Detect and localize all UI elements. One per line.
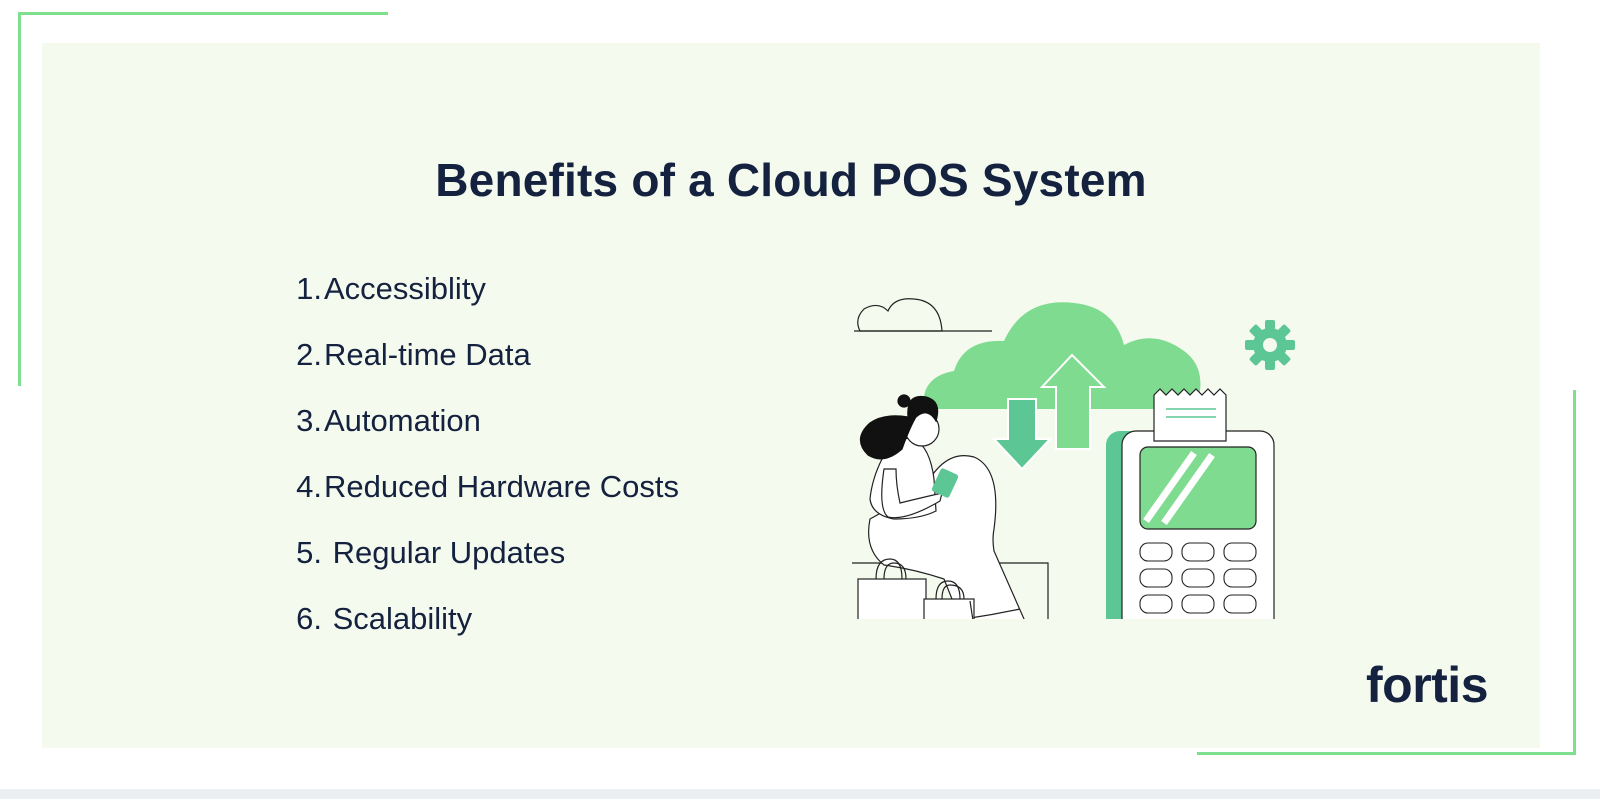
woman-with-phone [859,394,1025,619]
list-item: 1.Accessiblity [292,271,679,337]
gear-icon [1245,320,1295,370]
top-left-frame-line-horizontal [18,12,388,15]
list-item-number: 5. [296,535,322,570]
upload-arrow-icon [1039,353,1107,450]
bottom-right-frame-line-horizontal [1197,752,1576,755]
download-arrow-icon [991,398,1053,471]
list-item-number: 3. [296,403,322,438]
shopping-bag-icon [857,558,975,619]
fortis-logo: fortis [1366,657,1489,713]
list-item-number: 1. [296,271,322,306]
list-item-label: Reduced Hardware Costs [324,469,679,504]
list-item-label: Automation [324,403,481,438]
page-title: Benefits of a Cloud POS System [435,154,1147,206]
benefits-list: 1.Accessiblity 2.Real-time Data 3.Automa… [292,271,679,667]
list-item: 5. Regular Updates [292,535,679,601]
outline-cloud-icon [857,298,943,332]
cloud-pos-illustration [852,298,1295,619]
list-item-label: Accessiblity [324,271,486,306]
top-left-frame-line-vertical [18,12,21,386]
list-item-number: 4. [296,469,322,504]
bottom-right-frame-line-vertical [1573,390,1576,755]
list-item: 3.Automation [292,403,679,469]
list-item: 4.Reduced Hardware Costs [292,469,679,535]
list-item-number: 6. [296,601,322,636]
receipt-icon [1153,388,1227,442]
cloud-icon [923,302,1201,409]
list-item-label: Real-time Data [324,337,531,372]
list-item: 6. Scalability [292,601,679,667]
infographic-card: Benefits of a Cloud POS System 1.Accessi… [42,43,1540,748]
list-item: 2.Real-time Data [292,337,679,403]
list-item-label: Regular Updates [324,535,566,570]
list-item-number: 2. [296,337,322,372]
bottom-scroll-strip [0,789,1600,799]
list-item-label: Scalability [324,601,473,636]
pos-terminal-icon [1106,388,1275,619]
